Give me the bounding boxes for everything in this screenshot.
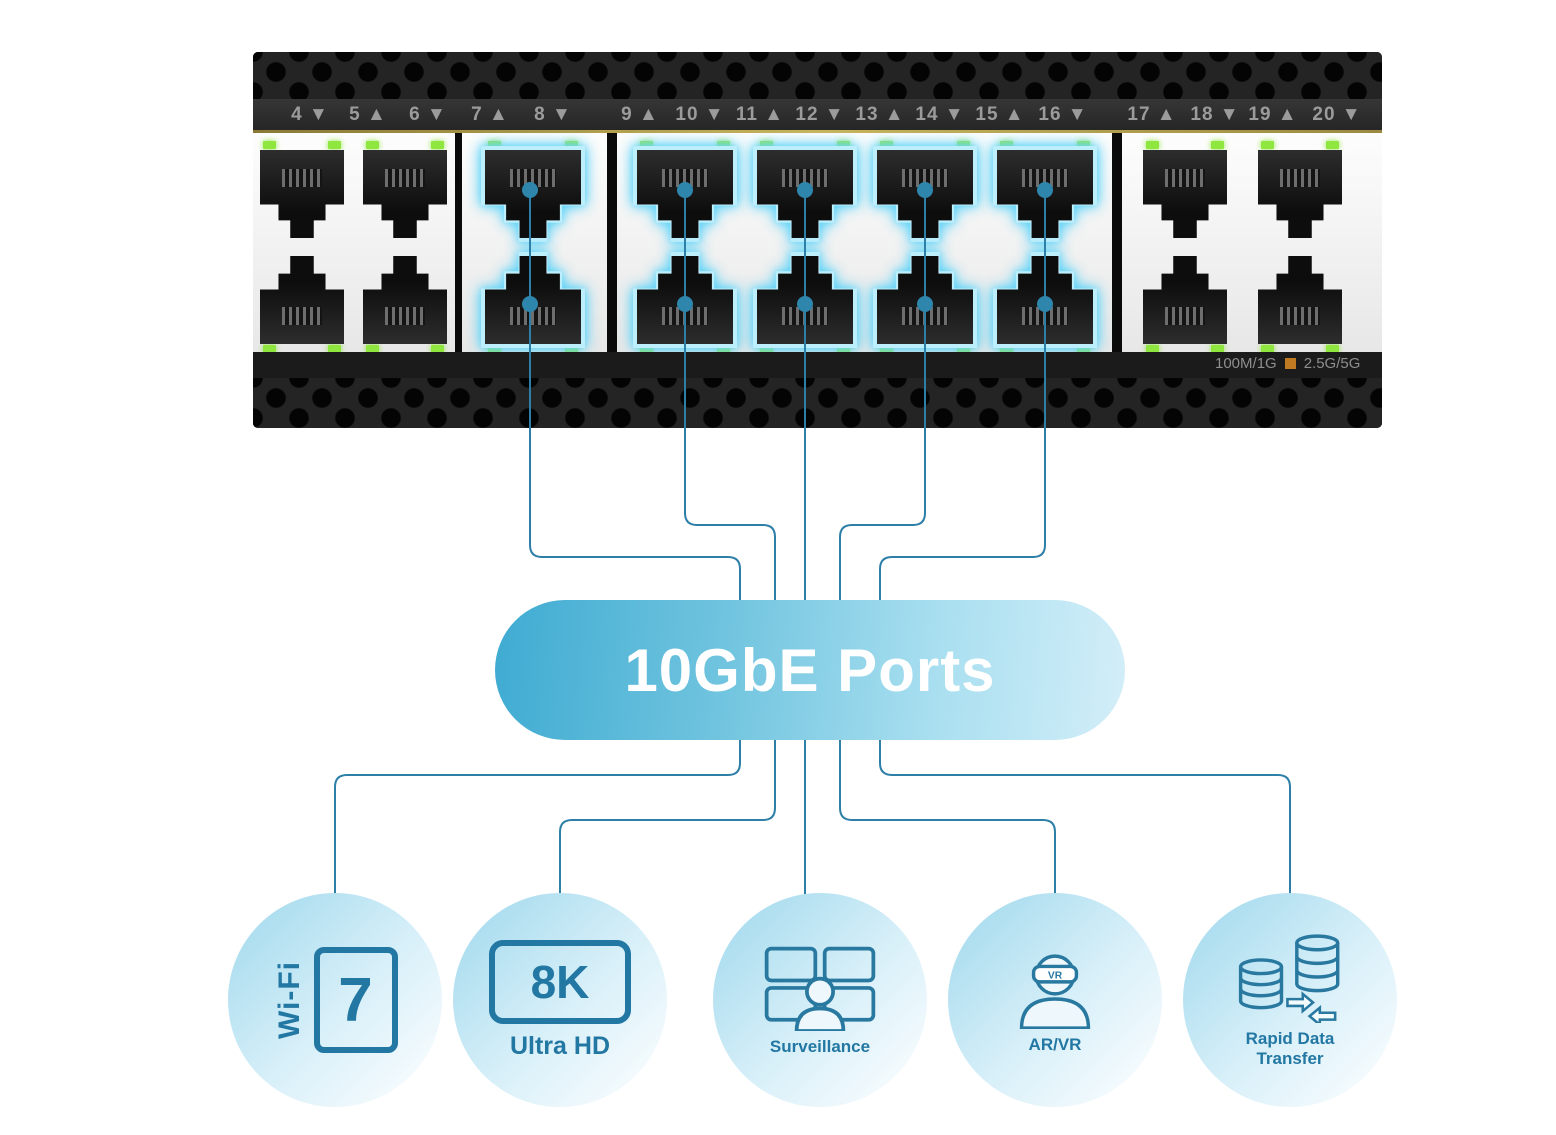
port-faceplate [253, 133, 1382, 354]
legend-2-5g-5g-label: 2.5G/5G [1303, 355, 1361, 372]
port-number-label: 14 ▼ [915, 104, 965, 125]
port-number-label: 19 ▲ [1248, 104, 1298, 125]
ethernet-port [359, 140, 451, 240]
switch-bottom-vent-grille [253, 378, 1382, 428]
use-case-8k-ultra-hd: 8K Ultra HD [453, 893, 667, 1107]
use-case-surveillance: Surveillance [713, 893, 927, 1107]
port-number-label: 15 ▲ [975, 104, 1025, 125]
ethernet-port-10g [873, 140, 977, 242]
ethernet-port [1139, 254, 1231, 354]
10gbe-ports-label: 10GbE Ports [495, 600, 1125, 740]
rapid-data-transfer-icon [1238, 934, 1340, 1023]
caption-line-2: Transfer [1256, 1049, 1324, 1068]
port-number-label: 13 ▲ [855, 104, 905, 125]
port-number-label: 4 ▼ [291, 104, 329, 125]
surveillance-caption: Surveillance [769, 1036, 871, 1056]
ethernet-port-10g [633, 254, 737, 354]
port-number-label: 17 ▲ [1127, 104, 1177, 125]
port-number-label: 7 ▲ [471, 104, 509, 125]
ethernet-port-10g [873, 254, 977, 354]
caption-line-1: Rapid Data [1245, 1028, 1335, 1048]
ar-vr-icon: VR [1019, 954, 1091, 1029]
ethernet-port-10g [753, 254, 857, 354]
ethernet-port [359, 254, 451, 354]
ethernet-port-10g [481, 140, 585, 242]
wifi-vertical-text: Wi-Fi [272, 960, 306, 1040]
ethernet-port-10g [753, 140, 857, 242]
wifi7-icon: Wi-Fi 7 [273, 947, 398, 1053]
use-case-wifi7: Wi-Fi 7 [228, 893, 442, 1107]
trim-line [253, 130, 1382, 133]
port-number-label: 12 ▼ [795, 104, 845, 125]
network-switch: 4 ▼ 5 ▲ 6 ▼ 7 ▲ 8 ▼ 9 ▲ 10 ▼ 11 ▲ 12 ▼ 1… [253, 52, 1382, 428]
wifi-seven-badge: 7 [313, 947, 398, 1053]
port-number-label: 16 ▼ [1038, 104, 1088, 125]
legend-color-swatch [1284, 358, 1296, 369]
ethernet-port-10g [481, 254, 585, 354]
vr-goggle-label: VR [1048, 970, 1063, 981]
ethernet-port-10g [993, 254, 1097, 354]
ethernet-port [256, 140, 348, 240]
rapid-data-transfer-caption: Rapid Data Transfer [1246, 1029, 1335, 1070]
port-number-label: 5 ▲ [349, 104, 387, 125]
port-number-label: 10 ▼ [675, 104, 725, 125]
legend-100m-1g-label: 100M/1G [1215, 355, 1277, 372]
port-number-label: 9 ▲ [621, 104, 659, 125]
use-case-rapid-data-transfer: Rapid Data Transfer [1183, 893, 1397, 1107]
ethernet-port [1254, 140, 1346, 240]
port-number-label: 18 ▼ [1190, 104, 1240, 125]
8k-caption: Ultra HD [509, 1031, 610, 1060]
switch-top-vent-grille [253, 52, 1382, 99]
ethernet-port-10g [633, 140, 737, 242]
surveillance-icon [764, 946, 876, 1031]
ethernet-port-10g [993, 140, 1097, 242]
pill-text: 10GbE Ports [624, 636, 996, 704]
switch-lower-bezel: 100M/1G 2.5G/5G [253, 352, 1382, 378]
port-number-label: 20 ▼ [1312, 104, 1362, 125]
ethernet-port [1254, 254, 1346, 354]
speed-legend: 100M/1G 2.5G/5G [1215, 355, 1360, 372]
port-number-label: 6 ▼ [409, 104, 447, 125]
ethernet-port [1139, 140, 1231, 240]
8k-icon: 8K [489, 939, 631, 1024]
port-number-label: 8 ▼ [534, 104, 572, 125]
port-number-row: 4 ▼ 5 ▲ 6 ▼ 7 ▲ 8 ▼ 9 ▲ 10 ▼ 11 ▲ 12 ▼ 1… [253, 99, 1382, 130]
ethernet-port [256, 254, 348, 354]
use-case-ar-vr: VR AR/VR [948, 893, 1162, 1107]
ar-vr-caption: AR/VR [1028, 1034, 1082, 1054]
port-number-label: 11 ▲ [735, 104, 785, 125]
